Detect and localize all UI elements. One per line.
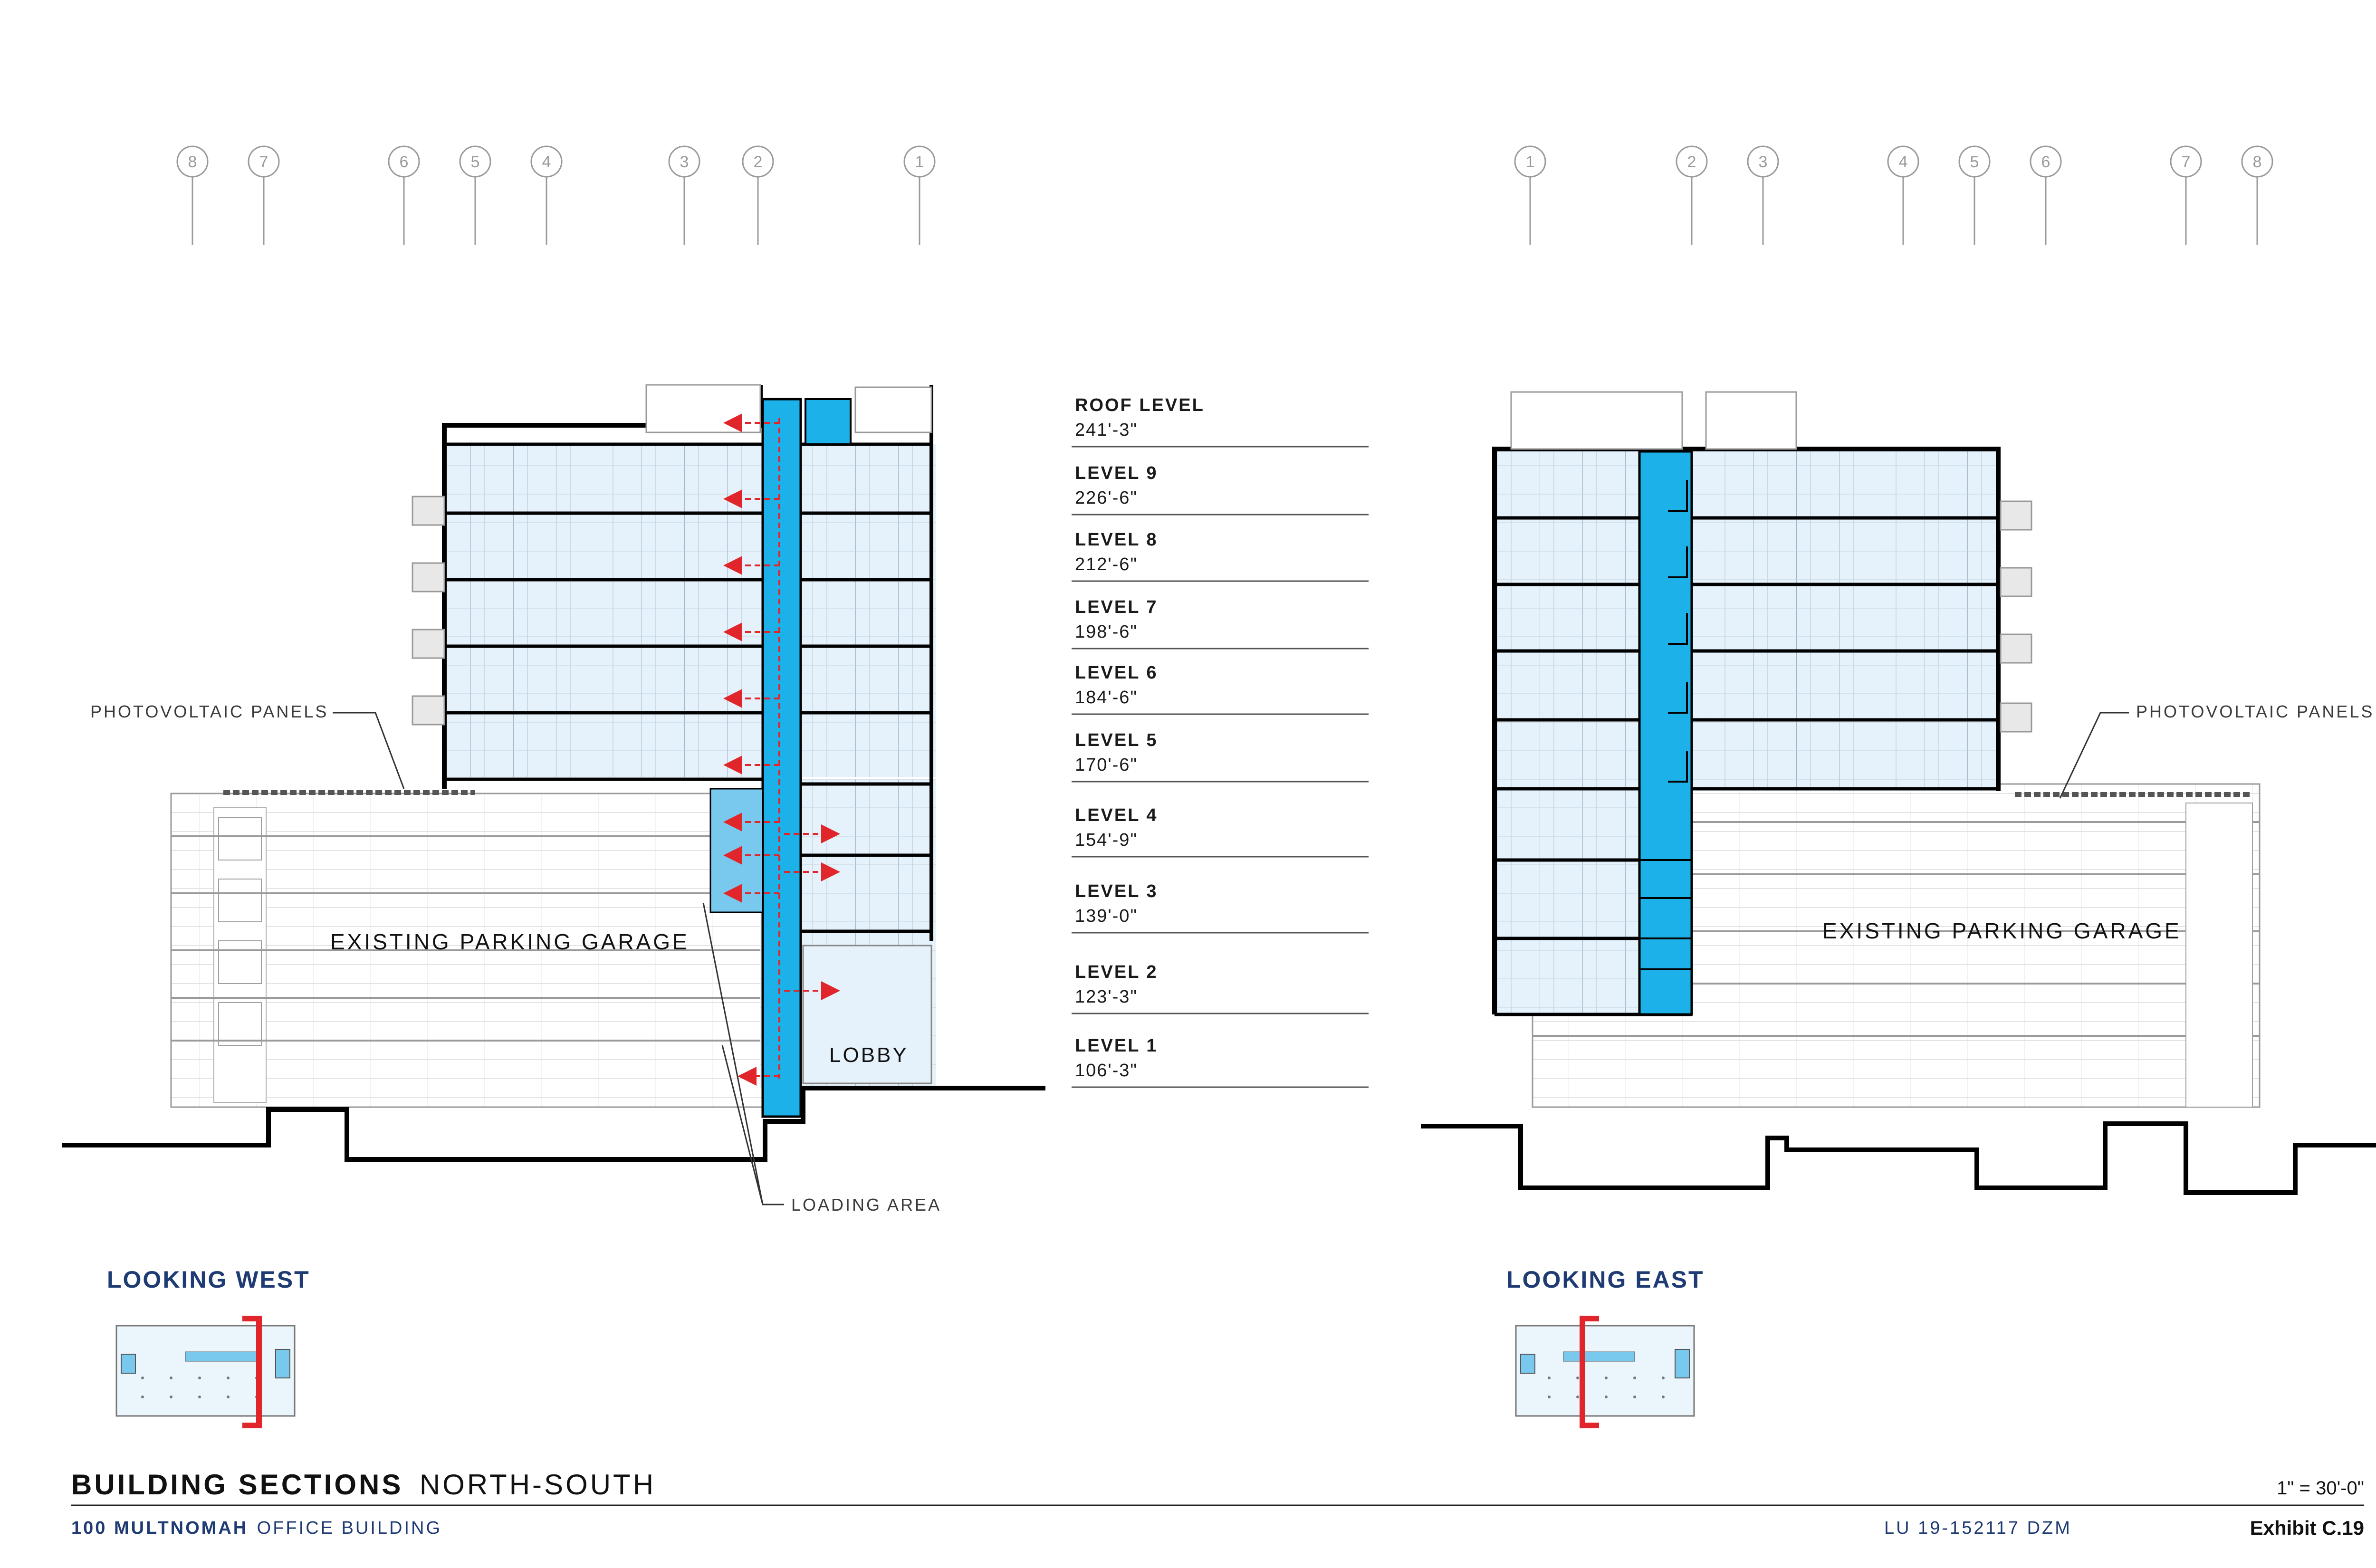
east-core-stairs [1639,480,1692,970]
level-elevation: 226'-6" [1075,488,1138,508]
level-elevation: 139'-0" [1075,906,1138,926]
east-garage-stair [2185,803,2253,1108]
sheet-title: BUILDING SECTIONS NORTH-SOUTH [71,1469,656,1501]
level-elevation: 184'-6" [1075,688,1138,708]
west-grid-label: 5 [471,153,480,171]
east-grid-label: 4 [1899,153,1908,171]
west-loading-leader-2 [721,1045,764,1205]
west-rooftop-screen [645,384,761,433]
west-lobby-label: LOBBY [829,1043,909,1067]
east-grid-label: 2 [1687,153,1696,171]
level-elevation: 123'-3" [1075,987,1138,1007]
east-tower-glass-lower [1495,791,1642,1014]
east-rooftop-screen [1510,391,1683,450]
west-grid-label: 3 [680,153,689,171]
level-name: LEVEL 2 [1075,962,1158,982]
level-name: LEVEL 3 [1075,881,1158,901]
west-circulation-arrows [723,413,840,1086]
west-elevator-core [761,398,802,1118]
east-tower-glass [1495,451,1998,791]
west-garage-ramp [213,807,267,1103]
east-grid-label: 1 [1526,153,1535,171]
east-pv-leader [2059,712,2129,799]
level-name: LEVEL 9 [1075,463,1158,483]
east-facade-boxes [2000,500,2032,733]
west-grid-lines: 8 7 6 5 4 3 2 1 [176,145,936,245]
west-rooftop-unit [854,386,932,433]
west-grid-label: 7 [259,153,268,171]
project-name-bold: 100 MULTNOMAH [71,1518,248,1538]
case-number: LU 19-152117 DZM [1884,1518,2072,1538]
level-name: LEVEL 6 [1075,663,1158,683]
east-section-cut-marker [1580,1316,1599,1428]
east-grid-label: 7 [2182,153,2191,171]
west-grid-label: 6 [400,153,409,171]
west-section: PHOTOVOLTAIC PANELS EXISTING PARKING GAR… [62,384,1045,1214]
east-key-plan [1515,1316,1695,1428]
east-ground-line [1421,1121,2376,1195]
west-key-plan [115,1316,296,1428]
east-section: PHOTOVOLTAIC PANELS EXISTING PARKING GAR… [1421,391,2376,1195]
east-grid-label: 6 [2041,153,2050,171]
west-facade-boxes [412,496,445,726]
west-garage-floors [171,835,760,1042]
west-grid-label: 2 [754,153,763,171]
west-view-title: LOOKING WEST [107,1266,310,1293]
level-name: ROOF LEVEL [1075,395,1205,415]
east-view-title: LOOKING EAST [1506,1266,1705,1293]
level-elevation: 198'-6" [1075,622,1138,642]
west-tower-glass [444,444,936,777]
west-grid-label: 4 [542,153,551,171]
east-elevator-core [1638,450,1693,1016]
level-elevation: 212'-6" [1075,555,1138,574]
east-grid-label: 3 [1759,153,1768,171]
level-name: LEVEL 4 [1075,805,1158,825]
west-lobby-glass [802,945,932,1084]
level-name: LEVEL 5 [1075,730,1158,750]
level-name: LEVEL 8 [1075,530,1158,550]
west-garage-stair [218,817,262,1046]
east-grid-label: 5 [1970,153,1979,171]
level-legend: ROOF LEVEL 241'-3" LEVEL 9 226'-6" LEVEL 8 21… [1072,395,1369,1088]
west-loading-label: LOADING AREA [791,1195,941,1214]
level-name: LEVEL 7 [1075,597,1158,617]
sheet-title-regular: NORTH-SOUTH [420,1469,656,1501]
west-core-cap [805,398,852,445]
west-section-cut-marker [242,1316,262,1428]
west-garage-label: EXISTING PARKING GARAGE [330,929,690,954]
project-name-regular: OFFICE BUILDING [257,1518,442,1538]
level-elevation: 154'-9" [1075,830,1138,850]
level-elevation: 170'-6" [1075,755,1138,775]
sheet-title-bold: BUILDING SECTIONS [71,1469,403,1501]
level-elevation: 106'-3" [1075,1061,1138,1080]
east-garage-label: EXISTING PARKING GARAGE [1822,918,2182,943]
west-grid-label: 8 [188,153,197,171]
exhibit-number: Exhibit C.19 [2250,1517,2364,1539]
east-pv-callout: PHOTOVOLTAIC PANELS [2136,702,2374,721]
east-grid-lines: 1 2 3 4 5 6 7 8 [1514,145,2273,245]
level-name: LEVEL 1 [1075,1036,1158,1056]
west-ground-line [62,1086,1045,1162]
west-pv-leader [333,712,405,789]
west-pv-callout: PHOTOVOLTAIC PANELS [90,702,328,721]
east-rooftop-unit [1705,391,1797,450]
project-name: 100 MULTNOMAH OFFICE BUILDING [71,1518,442,1538]
west-grid-label: 1 [915,153,924,171]
east-grid-label: 8 [2253,153,2262,171]
level-elevation: 241'-3" [1075,420,1138,440]
drawing-scale: 1" = 30'-0" [2277,1478,2364,1499]
